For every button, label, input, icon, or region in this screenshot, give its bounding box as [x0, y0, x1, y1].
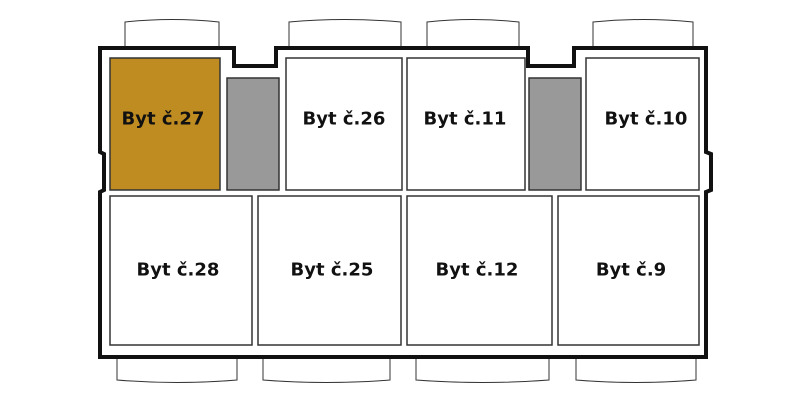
balcony: [415, 356, 550, 383]
balcony: [262, 356, 391, 383]
balconies-bottom: [116, 356, 697, 383]
balcony: [426, 19, 520, 46]
unit-byt-27[interactable]: [109, 57, 221, 191]
unit-byt-28[interactable]: [109, 195, 253, 346]
unit-byt-9[interactable]: [557, 195, 700, 346]
unit-byt-25[interactable]: [257, 195, 402, 346]
stairwell: [226, 77, 280, 191]
balcony: [592, 19, 694, 46]
stairwell: [528, 77, 582, 191]
balconies-top: [124, 19, 694, 46]
balcony: [116, 356, 238, 383]
balcony: [575, 356, 697, 383]
rooms: [109, 57, 700, 346]
unit-byt-26[interactable]: [285, 57, 403, 191]
balcony: [124, 19, 220, 46]
balcony: [288, 19, 402, 46]
unit-byt-12[interactable]: [406, 195, 553, 346]
unit-byt-11[interactable]: [406, 57, 526, 191]
unit-byt-10[interactable]: [585, 57, 700, 191]
